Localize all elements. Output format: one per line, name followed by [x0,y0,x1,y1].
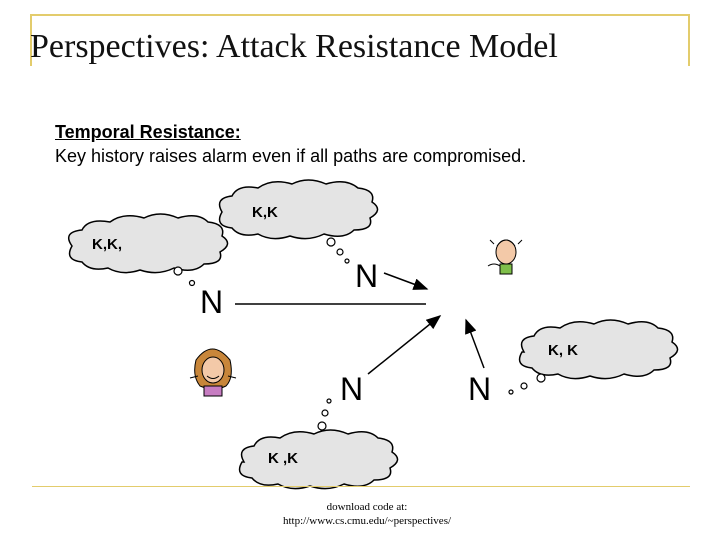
arrow-top-to-client [383,272,429,290]
node-right: N [468,371,492,407]
cloud-bottom-label: K ,K [268,450,298,467]
footer-note: download code at: http://www.cs.cmu.edu/… [262,500,472,528]
node-middle: N [340,371,364,407]
slide-title: Perspectives: Attack Resistance Model [30,28,558,65]
cloud-top-label: K,K [252,204,278,221]
old-man-clipart [487,239,523,275]
section-description: Key history raises alarm even if all pat… [55,146,527,166]
title-right-rule [688,14,690,66]
node-left: N [200,284,224,320]
title-left-rule [30,14,32,66]
cloud-right-label: K, K [548,342,578,359]
node-top: N [355,258,379,294]
footer-download-text: download code at: [326,501,408,513]
woman-clipart [189,348,237,397]
title-top-rule [32,14,690,16]
cloud-left [67,213,229,274]
cloud-bottom [238,429,399,490]
cloud-left-label: K,K, [92,236,122,253]
section-heading: Temporal Resistance: [55,122,241,142]
arrow-right-to-client [465,318,485,369]
footer-url-link[interactable]: http://www.cs.cmu.edu/~perspectives/ [282,515,452,527]
footer-rule [32,486,690,487]
cloud-top [218,179,379,240]
thought-bubbles [173,237,546,431]
arrow-middle-to-client [367,315,442,375]
cloud-right [518,319,679,380]
